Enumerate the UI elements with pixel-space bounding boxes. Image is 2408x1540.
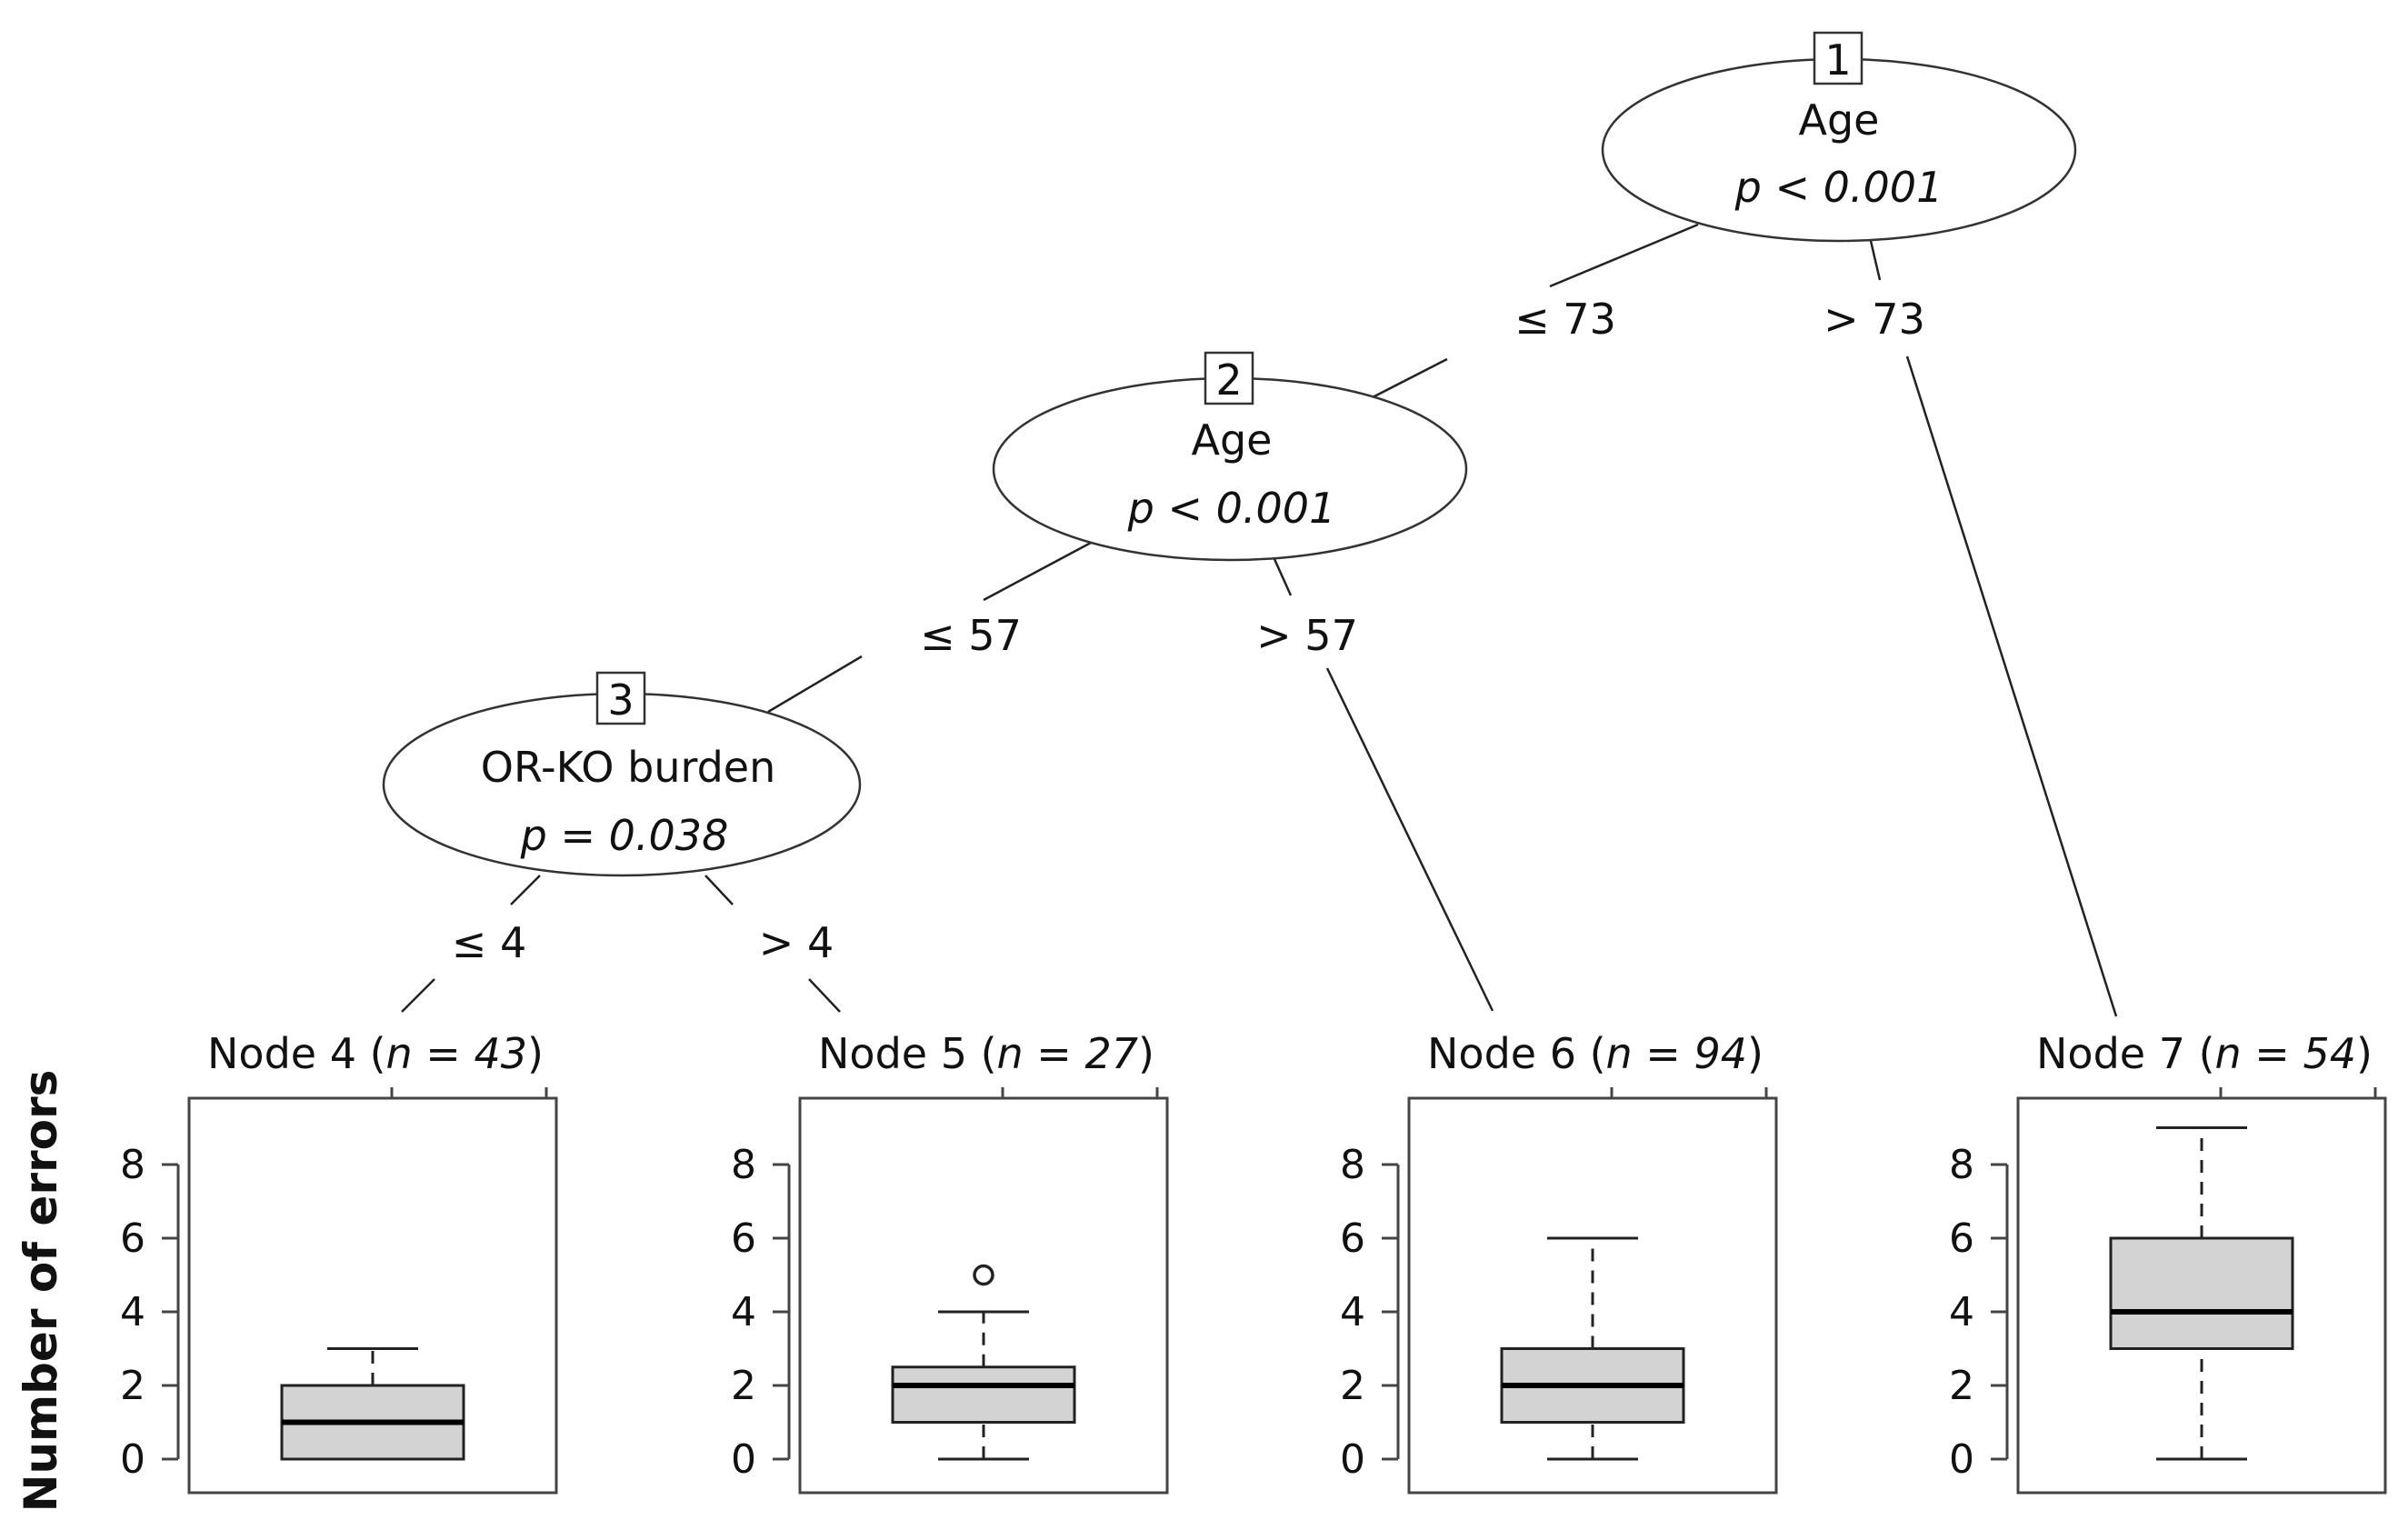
edge-label-2-3: ≤ 57	[920, 611, 1022, 660]
y-tick-label-node-7-8: 8	[1949, 1142, 1974, 1188]
y-tick-label-node-6-8: 8	[1340, 1142, 1365, 1188]
node-1-ellipse	[1601, 57, 2077, 243]
y-tick-label-node-7-4: 4	[1949, 1289, 1974, 1335]
node-2-p-value: p < 0.001	[1127, 484, 1336, 533]
y-tick-label-node-6-0: 0	[1340, 1436, 1365, 1483]
iqr-box-node-5	[891, 1365, 1076, 1424]
y-tick-label-node-4-4: 4	[120, 1289, 145, 1335]
edge-line-3-4b	[401, 978, 435, 1013]
inner-node-3: 3 OR-KO burden p = 0.038	[382, 671, 862, 877]
y-tick-label-node-5-4: 4	[731, 1289, 756, 1335]
boxplot-panels: 0 2 4 6 8 0 2 4 6 8 0 2 4 6 8 0 2 4 6 8	[120, 1087, 2387, 1495]
y-tick-label-node-4-2: 2	[120, 1363, 145, 1409]
node-3-id-box	[595, 671, 646, 725]
y-tick-label-node-4-8: 8	[120, 1142, 145, 1188]
node-1-p-value: p < 0.001	[1734, 163, 1943, 212]
node-2-id-box	[1204, 351, 1254, 405]
edge-line-3-5a	[704, 875, 734, 905]
edge-line-2-3a	[983, 541, 1092, 602]
y-tick-label-node-6-2: 2	[1340, 1363, 1365, 1409]
node-1-variable: Age	[1799, 95, 1880, 145]
edge-line-1-7b	[1905, 355, 2118, 1017]
node-4-title: Node 4 (n = 43)	[207, 1029, 544, 1078]
node-3-variable: OR-KO burden	[481, 743, 776, 792]
edge-label-3-4: ≤ 4	[452, 918, 526, 967]
y-tick-label-node-7-2: 2	[1949, 1363, 1974, 1409]
edge-line-2-3b	[767, 655, 863, 714]
y-tick-label-node-5-2: 2	[731, 1363, 756, 1409]
node-3-p-value: p = 0.038	[520, 811, 729, 860]
edge-line-2-6b	[1325, 667, 1494, 1012]
edge-line-2-6a	[1273, 558, 1293, 596]
y-tick-label-node-4-6: 6	[120, 1215, 145, 1262]
node-2-ellipse	[992, 376, 1468, 562]
y-tick-label-node-4-0: 0	[120, 1436, 145, 1483]
inner-node-2: 2 Age p < 0.001	[992, 351, 1468, 562]
edge-label-3-5: > 4	[759, 918, 834, 967]
node-1-id-box	[1813, 31, 1863, 85]
y-tick-label-node-6-6: 6	[1340, 1215, 1365, 1262]
inner-node-1: 1 Age p < 0.001	[1601, 31, 2077, 243]
node-7-title: Node 7 (n = 54)	[2036, 1029, 2373, 1078]
tree-edges	[401, 223, 2118, 1017]
y-axis-label: Number of errors	[15, 1070, 67, 1513]
node-3-id: 3	[607, 675, 634, 725]
y-tick-label-node-6-4: 4	[1340, 1289, 1365, 1335]
node-6-title: Node 6 (n = 94)	[1427, 1029, 1764, 1078]
terminal-titles: Node 4 (n = 43) Node 5 (n = 27) Node 6 (…	[207, 1029, 2373, 1078]
y-tick-label-node-5-8: 8	[731, 1142, 756, 1188]
edge-line-3-5b	[808, 978, 841, 1013]
node-5-title: Node 5 (n = 27)	[818, 1029, 1154, 1078]
edge-label-1-7: > 73	[1823, 295, 1925, 344]
edge-line-3-4a	[510, 875, 541, 905]
edge-label-2-6: > 57	[1256, 611, 1358, 660]
y-tick-label-node-7-0: 0	[1949, 1436, 1974, 1483]
node-2-variable: Age	[1192, 415, 1273, 465]
edge-line-1-7a	[1869, 240, 1882, 281]
node-1-id: 1	[1824, 35, 1851, 85]
outlier-point-node-5-0	[973, 1264, 994, 1286]
y-tick-label-node-5-0: 0	[731, 1436, 756, 1483]
edge-line-1-2b	[1372, 357, 1448, 399]
edge-label-1-2: ≤ 73	[1514, 295, 1616, 344]
edge-line-1-2a	[1549, 223, 1699, 288]
y-tick-label-node-5-6: 6	[731, 1215, 756, 1262]
y-tick-label-node-7-6: 6	[1949, 1215, 1974, 1262]
iqr-box-node-7	[2109, 1236, 2294, 1350]
edge-labels: ≤ 73 > 73 ≤ 57 > 57 ≤ 4 > 4	[452, 295, 1925, 967]
node-2-id: 2	[1215, 355, 1242, 405]
